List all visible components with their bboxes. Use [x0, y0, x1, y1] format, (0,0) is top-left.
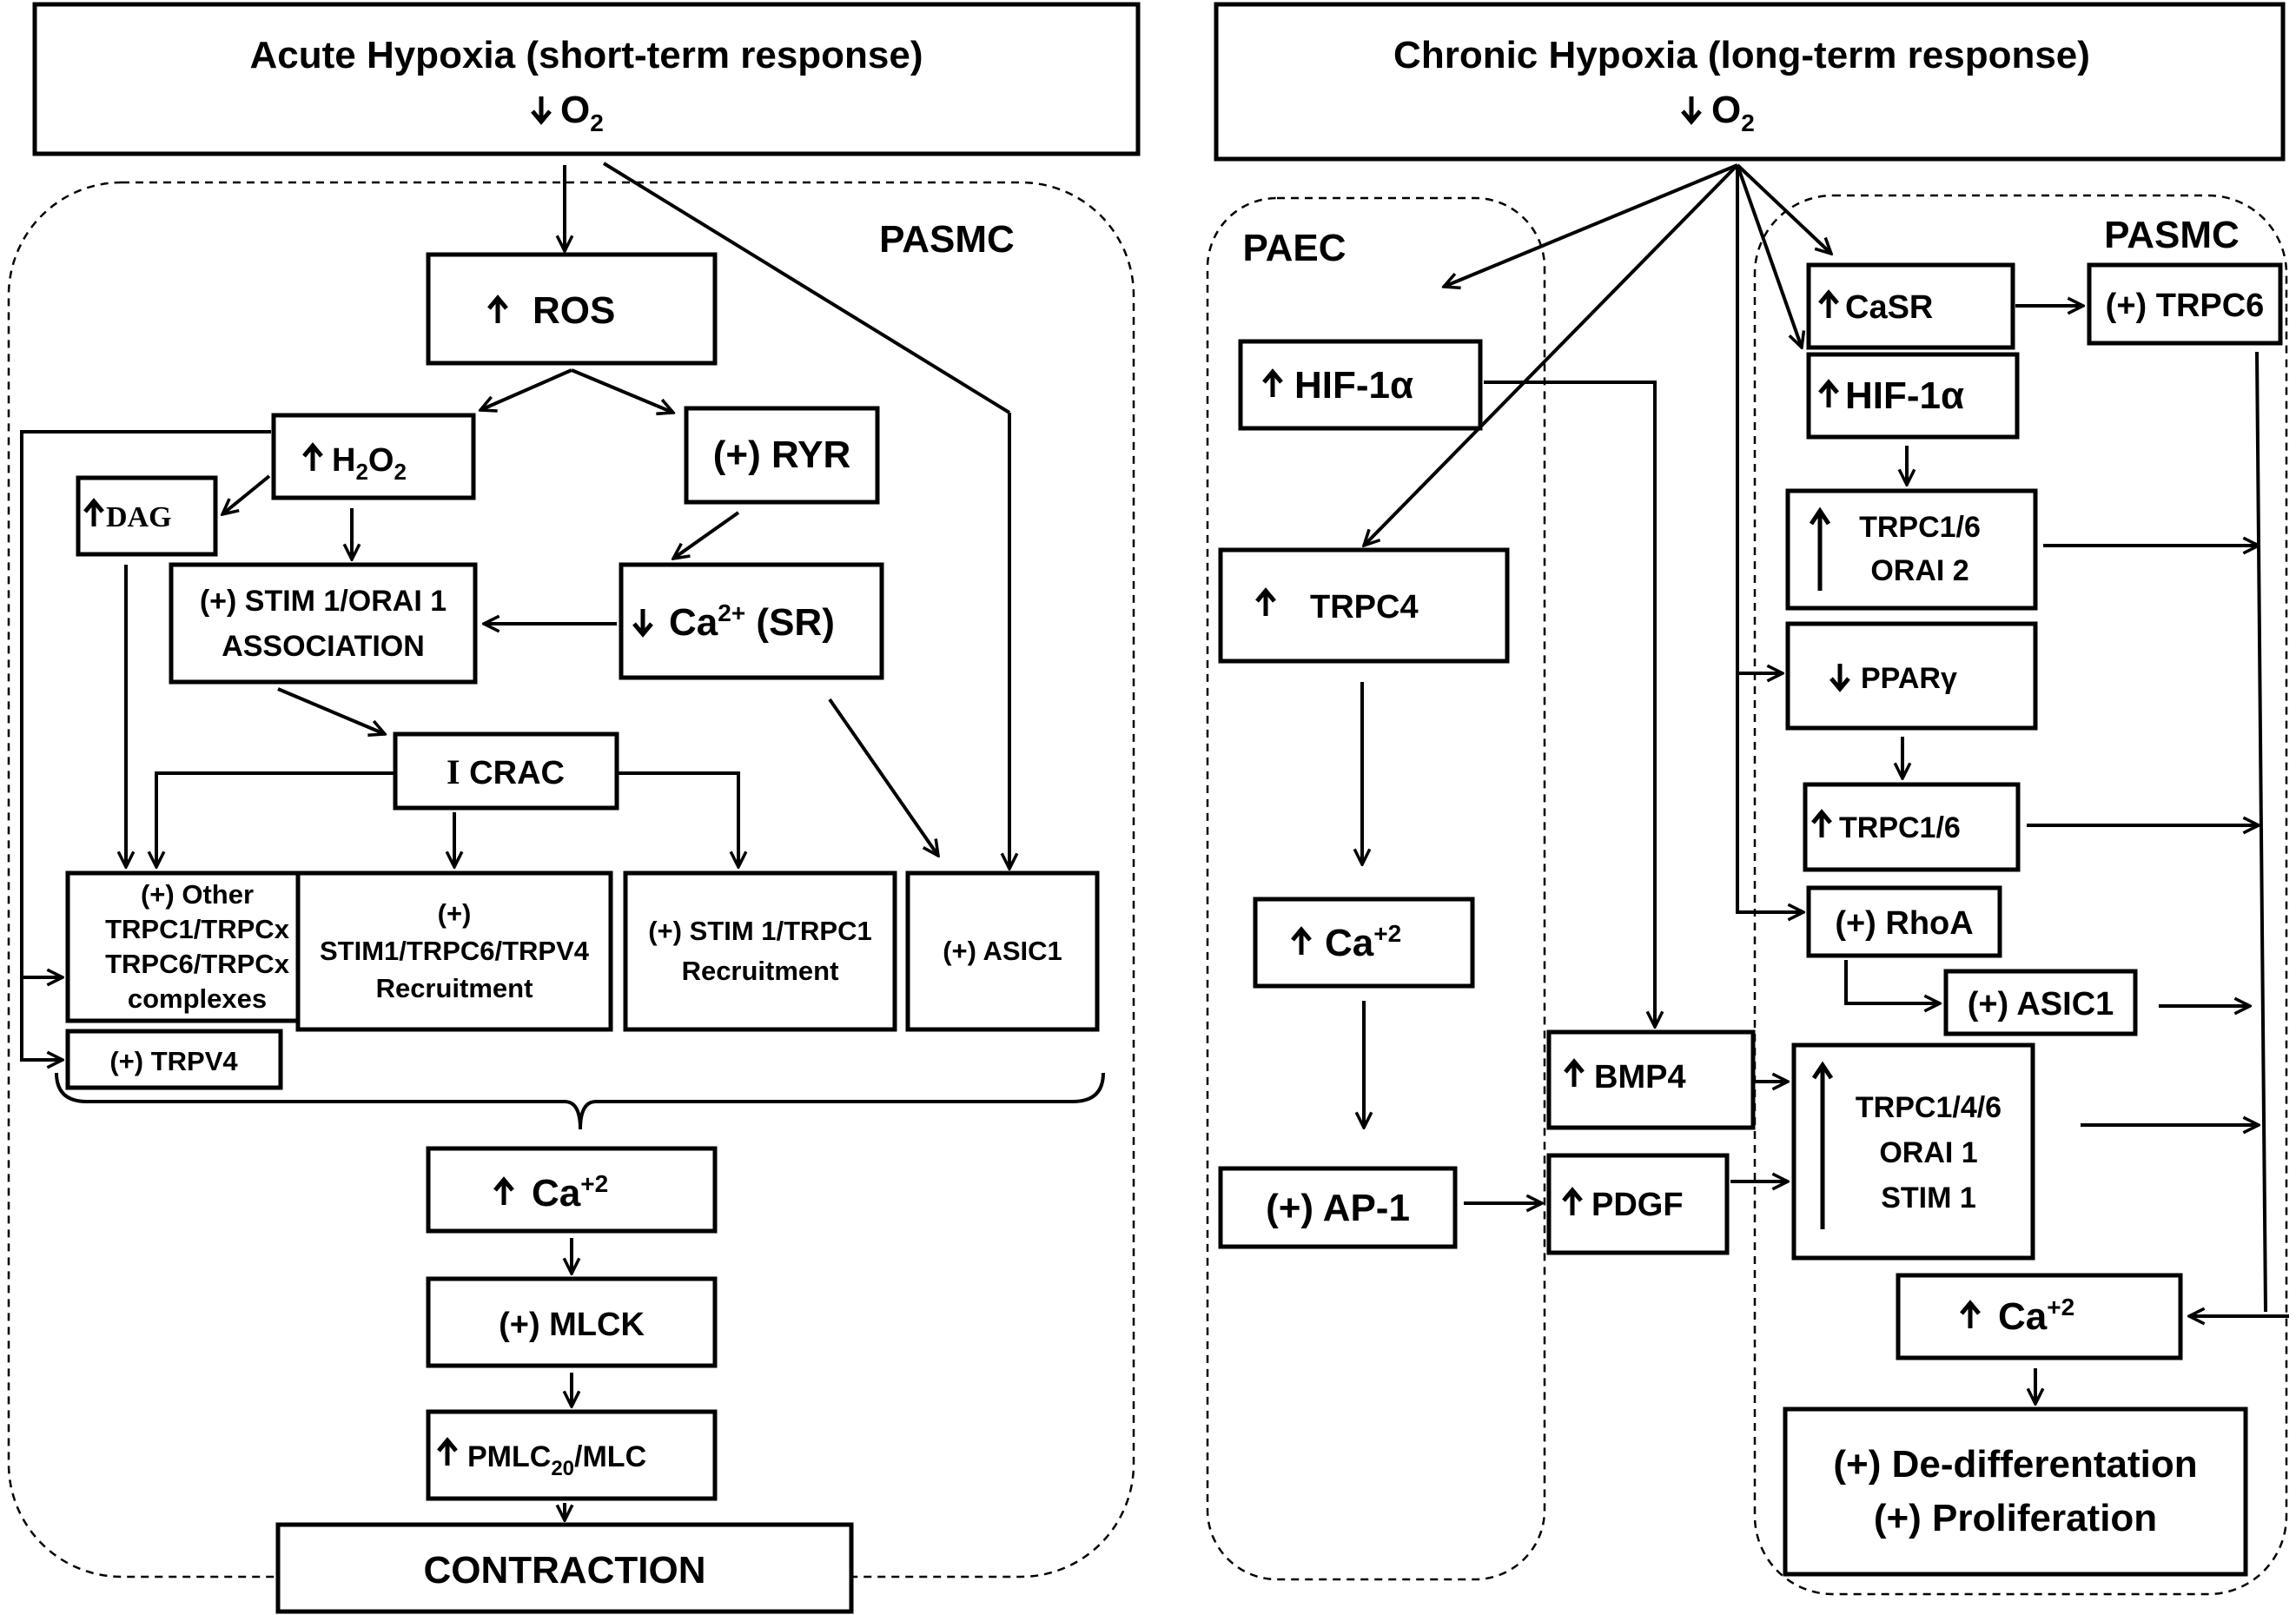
rhoa-box: [1806, 885, 2002, 958]
acute-mlck: (+) MLCK: [499, 1307, 645, 1343]
pasmc-asic1-box: [1943, 969, 2138, 1036]
acute-ros-box: [426, 252, 718, 366]
acute-stim-trpc6-l3: Recruitment: [376, 973, 533, 1003]
paec-hif-box: [1238, 339, 1483, 431]
paec-trpc4: TRPC4: [1310, 589, 1419, 625]
acute-asic1: (+) ASIC1: [943, 936, 1062, 966]
trpc146-l3: STIM 1: [1881, 1181, 1976, 1215]
acute-title-box: [32, 2, 1141, 156]
acute-trpv4: (+) TRPV4: [109, 1046, 238, 1076]
trpc146-box: [1791, 1042, 2035, 1261]
paec-trpc4-box: [1218, 547, 1510, 664]
ppar-box: [1785, 621, 2038, 731]
tall-up-arrow-icon: [1811, 1061, 1834, 1229]
pasmc-ca-box: [1896, 1273, 2183, 1360]
acute-stim-trpc6-l1: (+): [438, 898, 472, 929]
acute-h2o2-box: [271, 413, 476, 500]
acute-stim-trpc6-box: [295, 870, 613, 1032]
casr-box: [1806, 262, 2015, 350]
acute-other-l1: (+) Other: [141, 879, 254, 910]
acute-ca-sr-box: [619, 562, 884, 680]
pasmc-ca: Ca+2: [1998, 1294, 2074, 1338]
chronic-panel: PAEC PASMC Chronic Hypoxia (long-term re…: [1206, 2, 2289, 1596]
outcome-l2: (+) Proliferation: [1874, 1497, 2157, 1539]
pasmc-hif-box: [1806, 352, 2020, 440]
casr: CaSR: [1845, 289, 1933, 326]
chronic-title-box: [1214, 2, 2286, 162]
acute-dag-box: [76, 475, 218, 557]
acute-other-l3: TRPC6/TRPCx: [105, 949, 290, 979]
acute-ca-sr: Ca2+ (SR): [669, 599, 835, 644]
acute-stim-trpc6-l2: STIM1/TRPC6/TRPV4: [320, 936, 590, 966]
acute-stim-orai-box: [169, 562, 478, 685]
acute-title: Acute Hypoxia (short-term response): [249, 34, 923, 76]
ppar: PPARγ: [1861, 662, 1957, 695]
acute-o2: O2: [560, 89, 604, 136]
outcome-l1: (+) De-differentation: [1833, 1443, 2197, 1486]
chronic-connectors: [1362, 163, 2289, 1404]
trpc16: TRPC1/6: [1839, 811, 1961, 844]
acute-icrac-box: [393, 731, 619, 811]
trpc16-box: [1803, 782, 2021, 872]
chronic-pasmc-label: PASMC: [2104, 214, 2240, 256]
trpc16-orai2-l1: TRPC1/6: [1859, 511, 1981, 544]
acute-other-l2: TRPC1/TRPCx: [105, 914, 290, 944]
acute-stim-trpc1-l2: Recruitment: [682, 956, 839, 986]
paec-ap1-box: [1218, 1166, 1458, 1249]
acute-pmlc-box: [426, 1409, 718, 1501]
trpc16-orai2-box: [1785, 488, 2038, 611]
acute-contraction-box: [275, 1522, 854, 1614]
paec-region: [1206, 196, 1546, 1581]
acute-stim-orai-line1: (+) STIM 1/ORAI 1: [200, 585, 447, 618]
pdgf: PDGF: [1591, 1187, 1684, 1223]
acute-contraction: CONTRACTION: [423, 1549, 705, 1592]
chronic-title: Chronic Hypoxia (long-term response): [1393, 34, 2090, 76]
trpc146-l2: ORAI 1: [1879, 1136, 1977, 1169]
paec-ap1: (+) AP-1: [1266, 1187, 1410, 1229]
acute-pmlc: PMLC20/MLC: [467, 1440, 646, 1480]
acute-panel: PASMC Acute Hypoxia (short-term response…: [7, 2, 1141, 1614]
paec-ca: Ca+2: [1325, 920, 1401, 964]
acute-pasmc-label: PASMC: [879, 218, 1015, 261]
acute-ca: Ca+2: [532, 1170, 608, 1215]
outcome-box: [1783, 1407, 2248, 1577]
chronic-pasmc-region: [1753, 194, 2288, 1596]
acute-ryr: (+) RYR: [713, 434, 851, 476]
bmp4-box: [1546, 1029, 1756, 1130]
acute-dag: DAG: [106, 501, 172, 533]
pasmc-trpc6-box: [2087, 262, 2283, 346]
acute-stim-trpc1-l1: (+) STIM 1/TRPC1: [648, 916, 872, 946]
acute-other-l4: complexes: [128, 983, 267, 1014]
acute-stim-trpc1-box: [623, 870, 897, 1032]
pdgf-box: [1546, 1153, 1730, 1255]
tall-up-arrow-icon: [1809, 506, 1831, 591]
trpc16-orai2-l2: ORAI 2: [1870, 554, 1968, 587]
acute-ryr-box: [684, 406, 880, 505]
acute-trpv4-box: [65, 1029, 283, 1090]
acute-ros: ROS: [533, 289, 615, 332]
pasmc-asic1: (+) ASIC1: [1968, 986, 2114, 1023]
acute-pasmc-region: [7, 181, 1135, 1579]
pasmc-trpc6: (+) TRPC6: [2106, 288, 2265, 324]
paec-label: PAEC: [1243, 227, 1347, 269]
chronic-o2: O2: [1711, 89, 1755, 136]
bmp4: BMP4: [1594, 1059, 1686, 1095]
paec-ca-box: [1253, 897, 1475, 989]
rhoa: (+) RhoA: [1835, 905, 1973, 942]
paec-hif: HIF-1α: [1294, 364, 1413, 407]
acute-mlck-box: [426, 1276, 718, 1368]
acute-ca-box: [426, 1146, 718, 1234]
acute-icrac: I CRAC: [447, 752, 565, 791]
acute-connectors: [20, 162, 1105, 1520]
acute-h2o2: H2O2: [332, 442, 407, 485]
acute-asic1-box: [905, 870, 1100, 1032]
pasmc-hif: HIF-1α: [1845, 374, 1964, 417]
trpc146-l1: TRPC1/4/6: [1856, 1091, 2002, 1124]
acute-stim-orai-line2: ASSOCIATION: [222, 630, 425, 663]
acute-other-complexes-box: [65, 870, 329, 1023]
